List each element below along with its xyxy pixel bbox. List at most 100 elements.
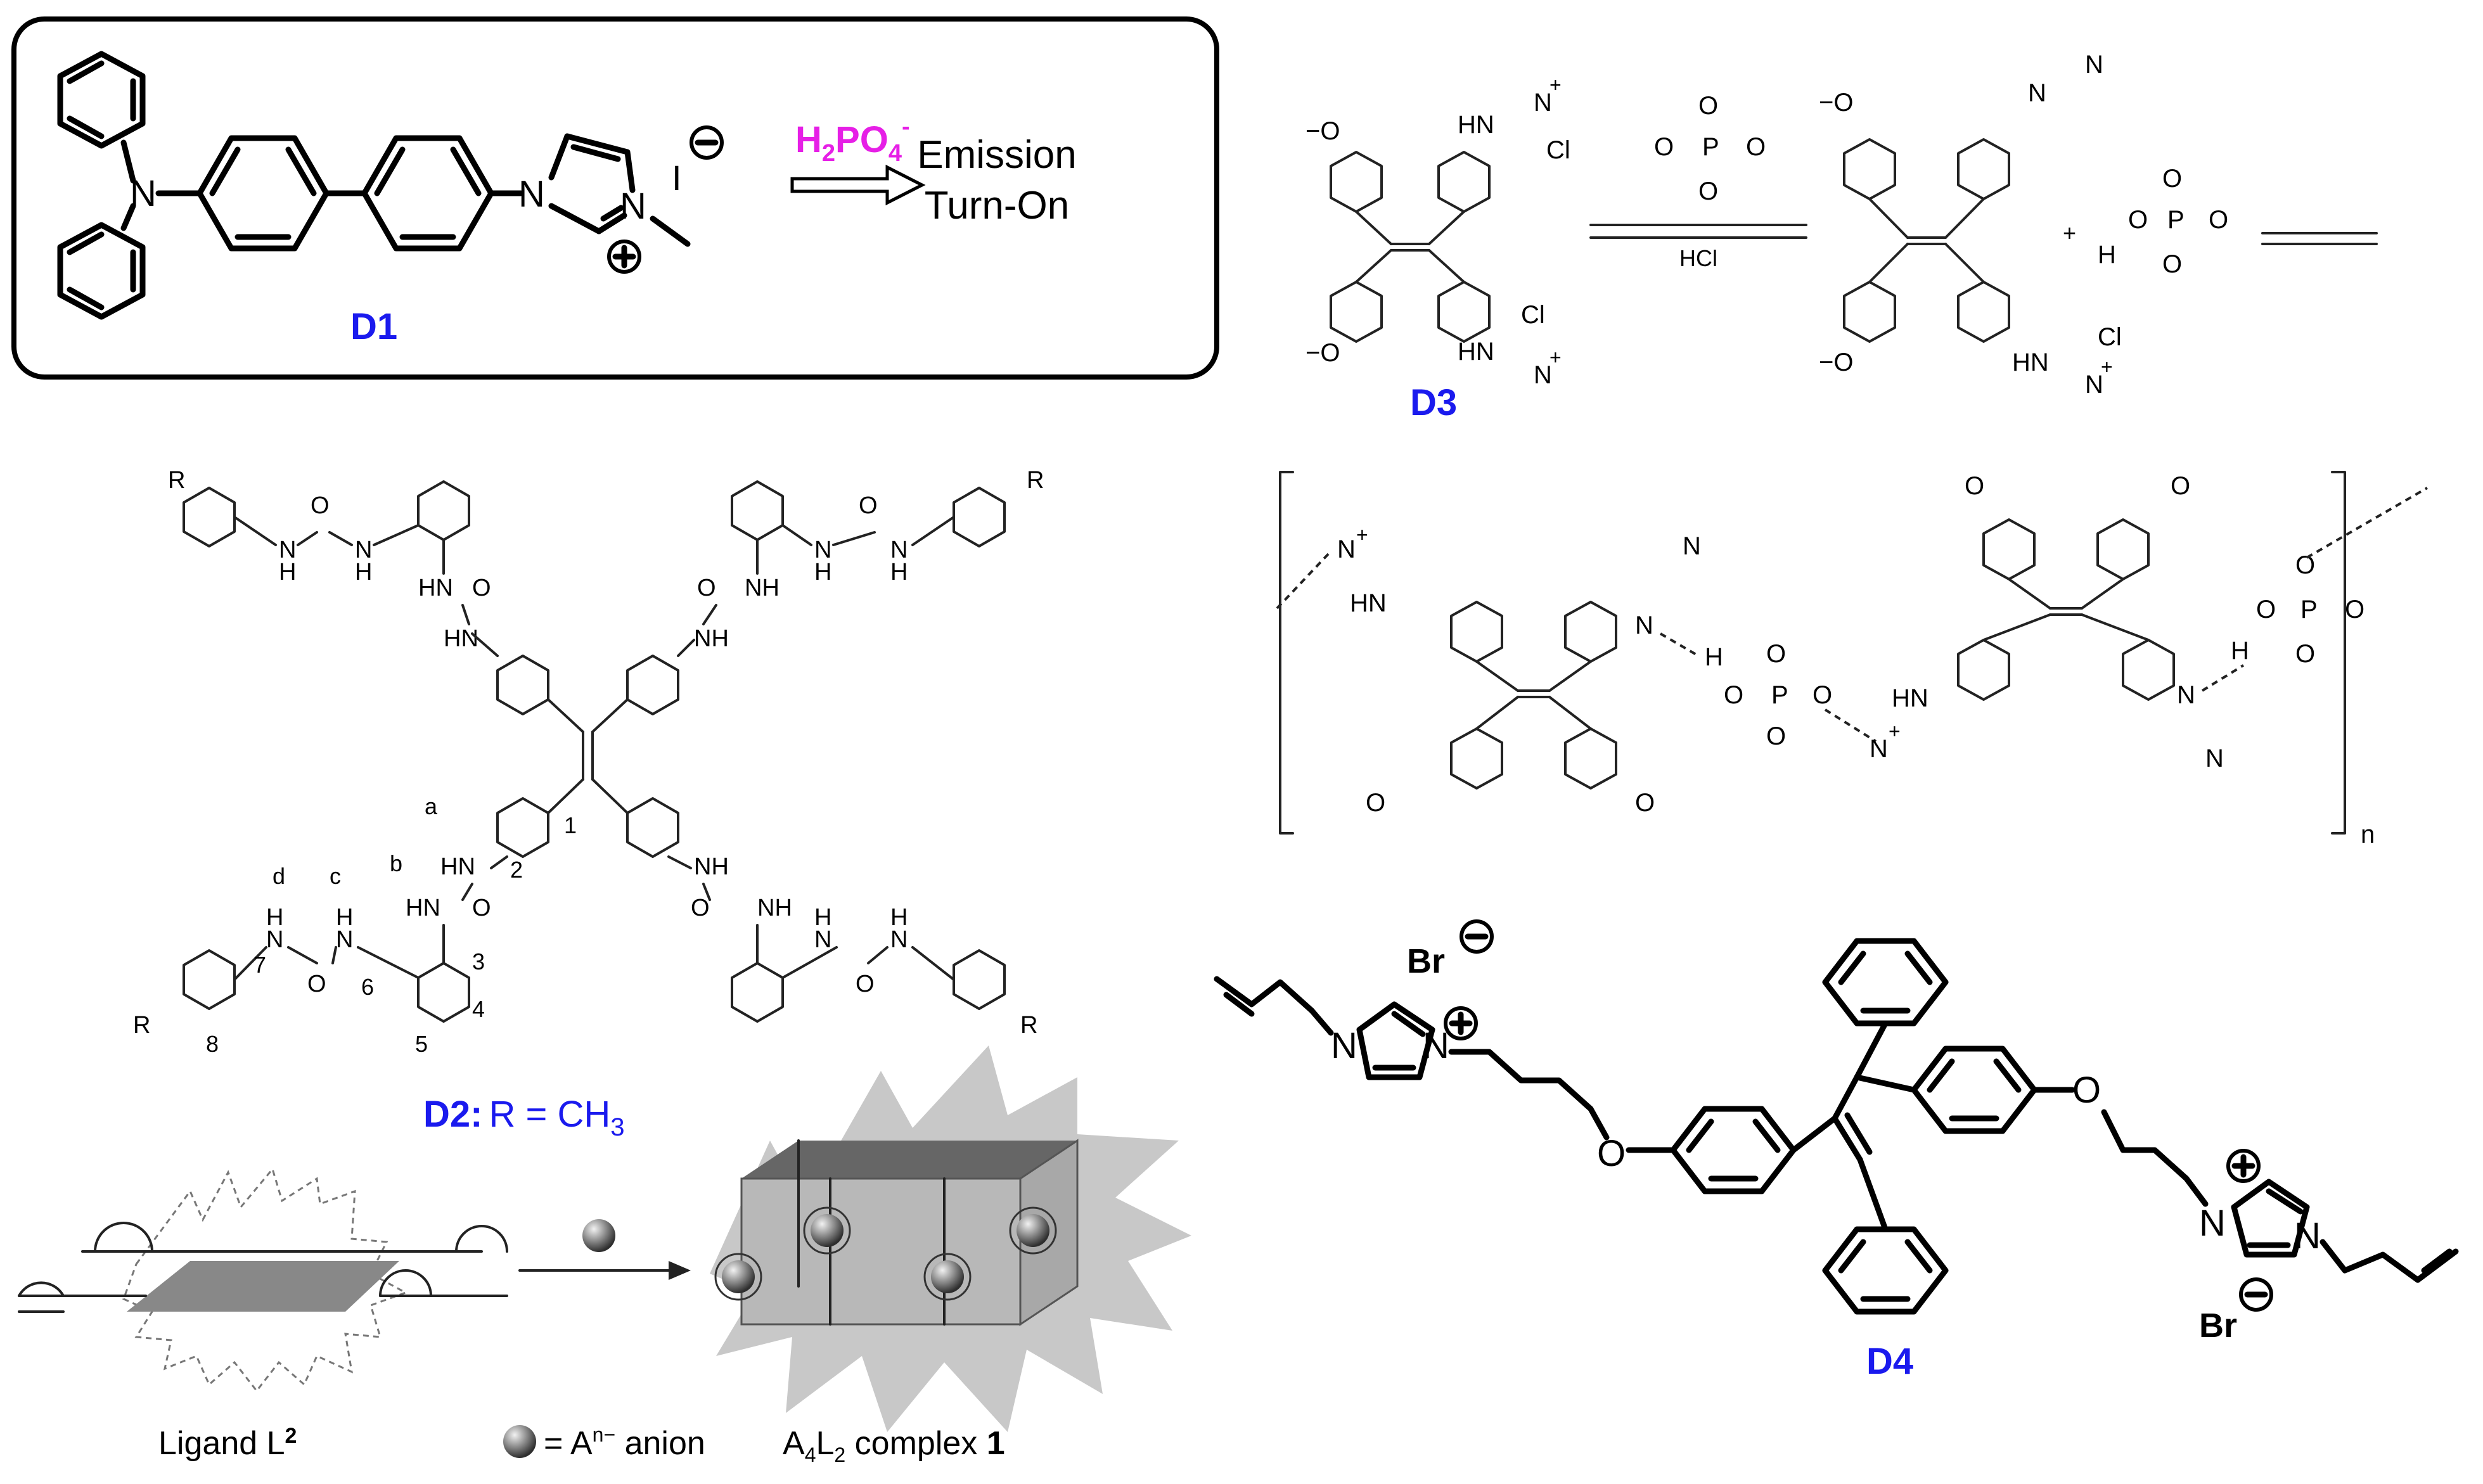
svg-text:O: O xyxy=(1724,681,1743,709)
svg-text:Cl: Cl xyxy=(2098,323,2122,351)
d2-inner-ring-br xyxy=(626,797,679,858)
svg-text:H2PO4-: H2PO4- xyxy=(795,113,910,167)
d3-panel: −O −O HN N + Cl HN N + Cl D3 O P O xyxy=(1276,51,2428,848)
svg-text:5: 5 xyxy=(415,1031,428,1057)
d1-panel: N N N xyxy=(11,16,1219,380)
svg-text:NH: NH xyxy=(745,575,780,601)
d2-r-br: R xyxy=(1020,1012,1037,1039)
svg-text:+: + xyxy=(1549,346,1562,369)
svg-text:O: O xyxy=(2128,206,2148,234)
svg-text:HN: HN xyxy=(418,575,453,601)
svg-text:N: N xyxy=(1423,1025,1449,1066)
svg-text:N: N xyxy=(1534,361,1552,389)
svg-text:O: O xyxy=(2162,165,2182,193)
svg-text:Cl: Cl xyxy=(1546,136,1570,164)
svg-text:+: + xyxy=(1889,720,1901,743)
d1-biphenyl-ring-1 xyxy=(196,135,330,252)
svg-text:H: H xyxy=(336,904,353,931)
d1-minus-charge xyxy=(690,125,724,160)
svg-text:HN: HN xyxy=(2012,349,2049,376)
svg-text:−O: −O xyxy=(1819,349,1853,376)
svg-text:O: O xyxy=(1746,133,1766,161)
svg-text:6: 6 xyxy=(361,974,374,1000)
cage-panel: Ligand L2 = An− anion A4L2 complex 1 xyxy=(18,1046,1191,1466)
svg-text:O: O xyxy=(472,575,491,601)
d2-inner-ring-bl xyxy=(496,797,549,858)
d4-label: D4 xyxy=(1866,1341,1913,1382)
svg-text:O: O xyxy=(1366,789,1385,817)
d4-imidazolium-left xyxy=(1356,1001,1435,1080)
svg-text:−O: −O xyxy=(1819,89,1853,117)
d1-phenyl-upper xyxy=(57,51,146,149)
svg-text:P: P xyxy=(2167,206,2185,234)
d4-bromide-right: Br xyxy=(2199,1307,2237,1345)
d3-phosphate-reagent: O P O O O xyxy=(1654,92,1766,205)
svg-text:O: O xyxy=(2345,596,2364,624)
svg-text:H: H xyxy=(1705,643,1723,671)
svg-text:−O: −O xyxy=(1306,117,1340,145)
d1-imidazolium-ring xyxy=(548,133,636,234)
svg-text:N: N xyxy=(1534,89,1552,117)
anion-ball-2 xyxy=(722,1260,755,1293)
d1-phenyl-lower xyxy=(57,222,146,320)
svg-text:N: N xyxy=(279,537,296,563)
svg-text:H: H xyxy=(355,559,372,585)
svg-text:8: 8 xyxy=(206,1031,219,1057)
svg-text:H: H xyxy=(266,904,283,931)
svg-text:HN: HN xyxy=(1350,589,1387,617)
d2-r-bl: R xyxy=(133,1012,150,1039)
svg-text:N: N xyxy=(1635,611,1653,639)
cube-top xyxy=(741,1141,1077,1179)
svg-text:HN: HN xyxy=(1458,338,1494,366)
svg-text:+: + xyxy=(1356,523,1368,546)
svg-text:O: O xyxy=(1766,640,1786,668)
d4-phenyl-bottom xyxy=(1822,1226,1949,1315)
d3-reactant-tpe: −O −O HN N + Cl HN N + Cl xyxy=(1306,74,1570,389)
svg-text:b: b xyxy=(390,850,402,876)
svg-text:HN: HN xyxy=(406,895,440,921)
svg-text:O: O xyxy=(859,492,878,519)
d3-catalyst: HCl xyxy=(1679,245,1717,271)
d2-tolyl-br xyxy=(953,949,1006,1010)
ligand-burst xyxy=(122,1167,408,1393)
svg-text:O: O xyxy=(2162,250,2182,278)
d1-iodide: I xyxy=(672,158,682,198)
anion-legend-ball xyxy=(503,1425,536,1458)
svg-text:H: H xyxy=(279,559,296,585)
d4-bromide-left: Br xyxy=(1407,942,1445,980)
svg-text:O: O xyxy=(1597,1133,1626,1174)
svg-text:a: a xyxy=(425,793,438,819)
svg-text:O: O xyxy=(2209,206,2228,234)
d2-phenylene-tr xyxy=(731,480,784,541)
d3-label: D3 xyxy=(1410,382,1457,423)
anion-ball-4 xyxy=(1017,1214,1049,1247)
d2-phenylene-br xyxy=(731,962,784,1023)
svg-text:4: 4 xyxy=(472,996,485,1022)
svg-text:O: O xyxy=(1965,472,1984,500)
svg-text:N: N xyxy=(336,926,353,953)
svg-text:N: N xyxy=(1331,1025,1357,1066)
complex-caption: A4L2 complex 1 xyxy=(783,1425,1005,1466)
svg-text:d: d xyxy=(273,863,285,889)
svg-text:O: O xyxy=(1635,789,1655,817)
d2-inner-ring-tr xyxy=(626,655,679,715)
svg-text:+: + xyxy=(1549,74,1562,96)
d2-tolyl-tl xyxy=(183,487,236,547)
svg-text:+: + xyxy=(2101,355,2113,378)
d2-panel: HN NH HN NH HN O O NH HN O O NH N H N H … xyxy=(133,467,1044,1141)
svg-text:O: O xyxy=(2295,640,2315,668)
svg-text:N: N xyxy=(890,537,908,563)
svg-text:O: O xyxy=(2256,596,2276,624)
d3-polymer: n HN N + N N O O H O P O O xyxy=(1276,471,2428,848)
svg-text:O: O xyxy=(691,895,710,921)
d3-plus-sign: + xyxy=(2063,220,2076,246)
svg-text:H: H xyxy=(814,904,831,931)
svg-text:H: H xyxy=(2098,241,2116,269)
svg-text:O: O xyxy=(1813,681,1832,709)
svg-text:7: 7 xyxy=(253,952,266,978)
svg-text:O: O xyxy=(2072,1070,2101,1111)
ligand-caption: Ligand L2 xyxy=(158,1424,297,1462)
ligand-plane xyxy=(127,1261,399,1312)
anion-legend: = An− anion xyxy=(544,1423,705,1462)
